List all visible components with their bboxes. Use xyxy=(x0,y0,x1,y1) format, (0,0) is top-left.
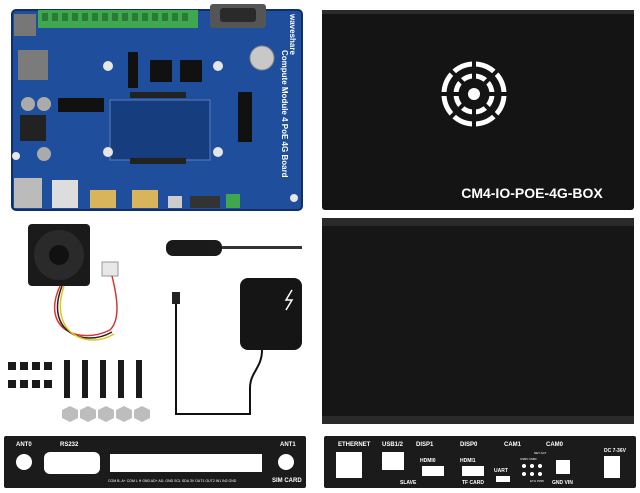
label-cam1: CAM1 xyxy=(504,442,522,448)
dc-plug xyxy=(172,292,180,304)
ic-chip xyxy=(150,60,172,82)
label-hdmi0: HDMI0 xyxy=(420,458,436,464)
label-led-row: NET ACT xyxy=(534,451,547,455)
label-disp1: DISP1 xyxy=(416,442,434,448)
label-ant1: ANT1 xyxy=(280,442,296,448)
label-ant0: ANT0 xyxy=(16,442,32,448)
screws-and-nuts xyxy=(8,360,150,422)
label-gnd-vin: GND VIN xyxy=(552,480,573,486)
rear-io-panel: ETHERNET USB1/2 DISP1 DISP0 CAM1 CAM0 DC… xyxy=(324,436,636,488)
usb-c-port xyxy=(168,196,182,208)
hdmi0-cutout xyxy=(422,466,444,476)
cm4-slot xyxy=(109,99,211,161)
lightning-icon xyxy=(284,289,294,311)
front-io-panel: ANT0 RS232 ANT1 COM B- A+ COM L H GND AD… xyxy=(4,436,306,488)
terminal-cutout xyxy=(110,454,262,472)
cooling-fan xyxy=(28,224,119,341)
sim-slot xyxy=(18,50,48,80)
case-top-cover: CM4-IO-POE-4G-BOX xyxy=(322,10,634,210)
label-hdmi1: HDMI1 xyxy=(460,458,476,464)
label-usb-row: USB3 USB4 xyxy=(520,457,537,461)
usb-cutout xyxy=(382,452,404,470)
dc-cutout xyxy=(604,456,620,478)
hdmi1-cutout xyxy=(462,466,484,476)
gpio-header xyxy=(58,98,104,112)
ethernet-cutout xyxy=(336,452,362,478)
screwdriver xyxy=(166,240,302,256)
rtc-battery xyxy=(249,45,275,71)
power-terminal xyxy=(226,194,240,208)
fan-connector xyxy=(101,261,119,277)
label-rs232: RS232 xyxy=(60,442,79,448)
ic-chip xyxy=(180,60,202,82)
case-bottom-shell xyxy=(322,218,634,424)
pcb-board: Compute Module 4 PoE 4G Board waveshare xyxy=(11,4,303,211)
power-adapter xyxy=(172,278,302,415)
ic-chip xyxy=(20,115,46,141)
pcie-slot xyxy=(238,92,252,142)
brand-logo-text: waveshare xyxy=(288,13,297,55)
usb-port xyxy=(52,180,78,208)
board-title: Compute Module 4 PoE 4G Board xyxy=(280,50,289,178)
label-uart: UART xyxy=(494,468,508,474)
hdmi-port xyxy=(132,190,158,208)
box-model-label: CM4-IO-POE-4G-BOX xyxy=(461,185,603,201)
label-slave: SLAVE xyxy=(400,480,417,486)
rs232-cutout xyxy=(44,452,100,474)
label-cam0: CAM0 xyxy=(546,442,564,448)
label-pwr-row: ETH PWR xyxy=(530,479,545,483)
label-terminal-row: COM B- A+ COM L H GND AD+ AD- GND SCL SD… xyxy=(108,479,237,483)
sma-connector xyxy=(14,14,36,36)
label-tf-card: TF CARD xyxy=(462,480,484,486)
label-dc: DC 7-36V xyxy=(604,448,627,454)
ethernet-port xyxy=(14,178,42,208)
label-sim-card: SIM CARD xyxy=(272,478,302,484)
label-usb12: USB1/2 xyxy=(382,442,404,448)
label-ethernet: ETHERNET xyxy=(338,442,371,448)
label-disp0: DISP0 xyxy=(460,442,478,448)
hdmi-port xyxy=(90,190,116,208)
